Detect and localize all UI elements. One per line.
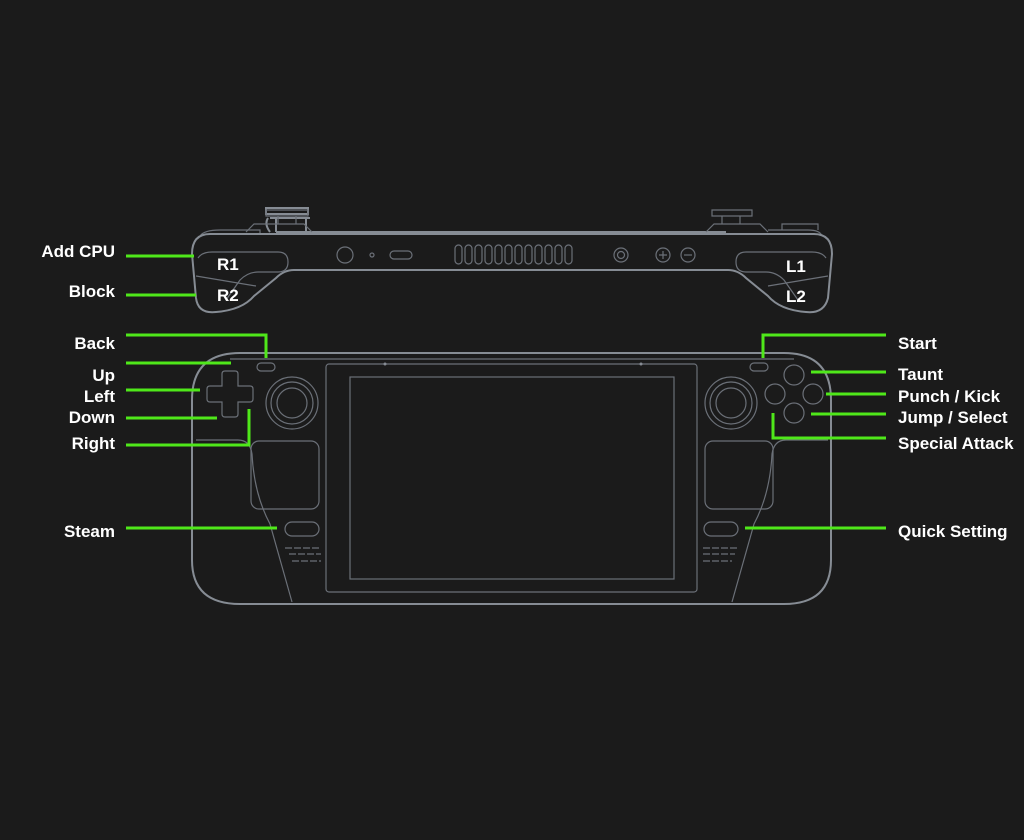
- callout-lines: [126, 254, 886, 530]
- label-block: Block: [69, 282, 116, 301]
- screen: [349, 376, 675, 580]
- label-steam: Steam: [64, 522, 115, 541]
- screen-bezel: [325, 363, 698, 593]
- label-taunt: Taunt: [898, 365, 943, 384]
- volume-down-icon: [680, 247, 696, 263]
- view-button: [256, 362, 276, 372]
- face-button-top: [783, 364, 805, 386]
- label-back: Back: [74, 334, 115, 353]
- label-up: Up: [92, 366, 115, 385]
- face-button-right: [802, 383, 824, 405]
- label-jump-select: Jump / Select: [898, 408, 1008, 427]
- r2-label: R2: [217, 286, 239, 305]
- left-trackpad: [250, 440, 320, 510]
- l1-label: L1: [786, 257, 806, 276]
- label-quick-setting: Quick Setting: [898, 522, 1008, 541]
- label-special-attack: Special Attack: [898, 434, 1014, 453]
- label-start: Start: [898, 334, 937, 353]
- steam-button: [284, 521, 320, 537]
- quick-access-button: [703, 521, 739, 537]
- face-button-left: [764, 383, 786, 405]
- front-body-outline: [191, 352, 832, 605]
- l2-label: L2: [786, 287, 806, 306]
- menu-button: [749, 362, 769, 372]
- r1-label: R1: [217, 255, 239, 274]
- label-right: Right: [72, 434, 116, 453]
- device-top-view: R1 R2 L1 L2: [190, 207, 834, 314]
- label-left: Left: [84, 387, 116, 406]
- dpad: [206, 370, 254, 418]
- label-down: Down: [69, 408, 115, 427]
- top-vent: [454, 244, 573, 265]
- right-trackpad: [704, 440, 774, 510]
- label-add-cpu: Add CPU: [41, 242, 115, 261]
- label-punch-kick: Punch / Kick: [898, 387, 1001, 406]
- top-body-outline: [190, 233, 834, 314]
- volume-up-icon: [655, 247, 671, 263]
- face-button-bottom: [783, 402, 805, 424]
- device-front-view: [191, 352, 832, 605]
